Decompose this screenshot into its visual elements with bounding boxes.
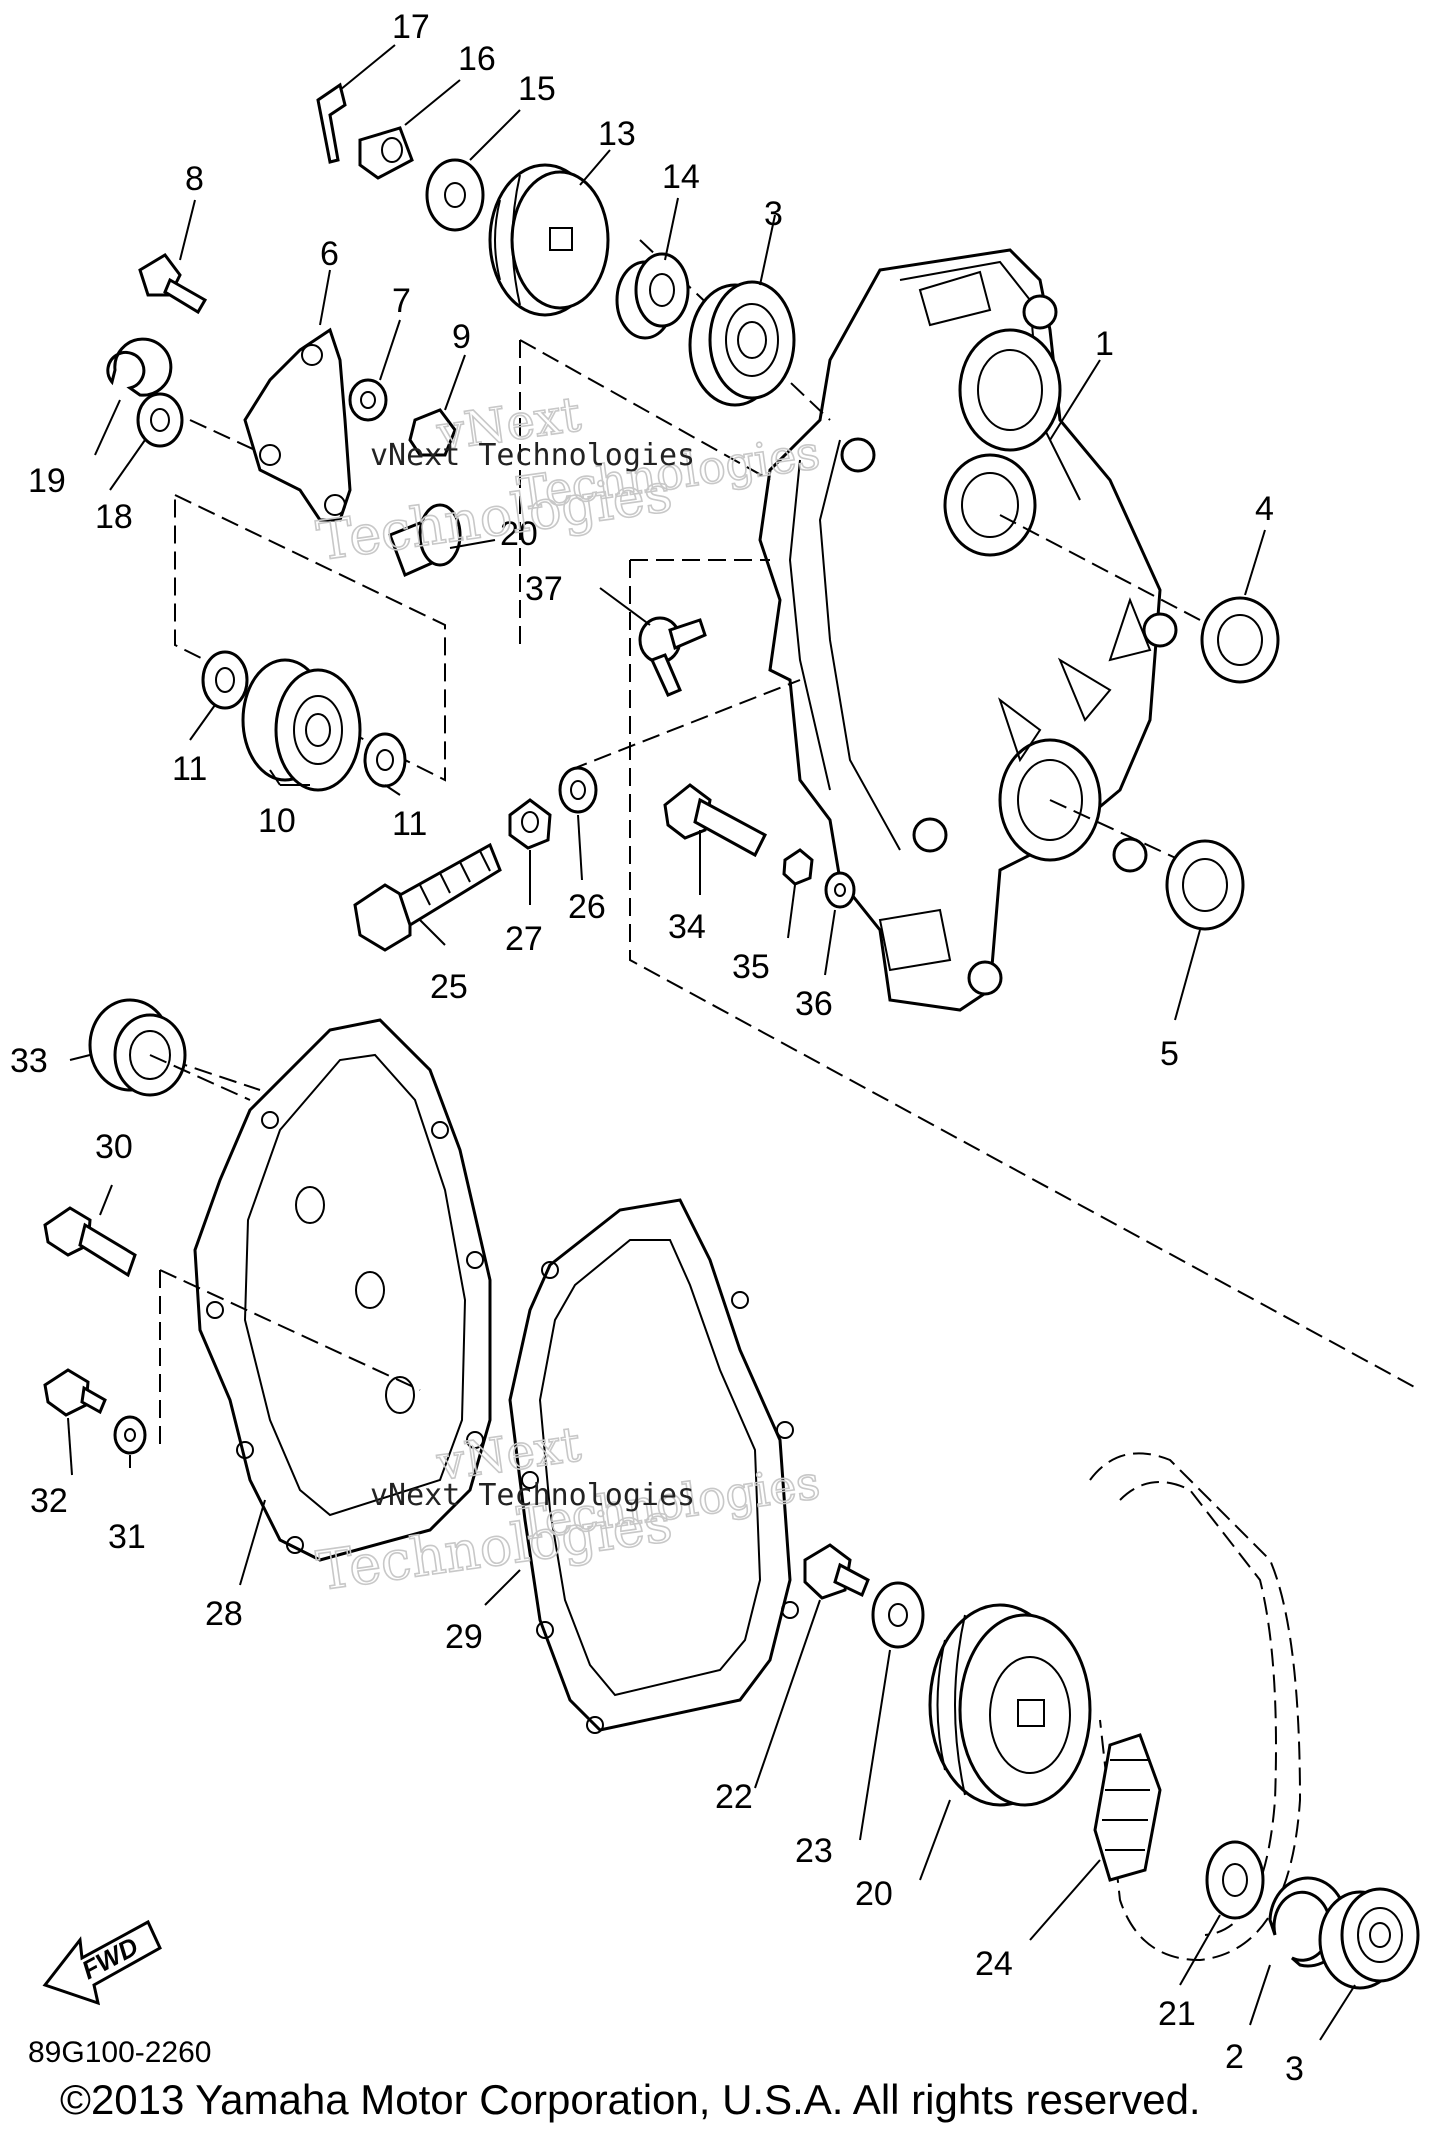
bearing-3-lower [1318,1887,1420,1990]
washer-26 [558,766,598,814]
nut-8 [408,408,457,457]
chaincase-housing [758,248,1178,1012]
callout-2: 2 [1225,2038,1244,2076]
callout-10: 10 [258,802,296,840]
shim-11-left [201,650,249,710]
tensioner-roller-10 [241,658,362,792]
callout-30: 30 [95,1128,133,1166]
callout-27: 27 [505,920,543,958]
bolt-32 [43,1368,107,1417]
callout-9: 8 [185,160,204,198]
driven-sprocket-15 [488,163,610,317]
callout-35: 35 [732,948,770,986]
cotter-pin-19 [316,82,347,164]
washer-12 [136,392,184,448]
chaincase-cover-28 [193,1018,492,1562]
cap-33 [88,998,187,1097]
drawing-code: 89G100-2260 [28,2036,212,2069]
bearing-3-upper [688,280,796,407]
callout-18: 16 [458,40,496,78]
nut-18 [358,126,414,180]
watermark-lower: vNext Technologies Technologies vNext Te… [312,1416,824,1604]
collar-16 [615,252,690,340]
shim-21 [1205,1840,1265,1920]
callout-14: 20 [500,515,538,553]
tensioner-bracket [243,327,352,522]
bolt-25 [353,842,502,952]
forward-direction-arrow: FWD [42,1919,162,2006]
callout-13: 19 [28,462,66,500]
bolt-22 [803,1543,870,1600]
callout-17: 15 [518,70,556,108]
callout-36: 36 [795,985,833,1023]
callout-15: 13 [598,115,636,153]
callout-23: 23 [795,1832,833,1870]
callout-11-right: 11 [392,805,427,843]
callout-11-left: 11 [172,750,207,788]
svg-text:vNext Technologies: vNext Technologies [370,1478,695,1513]
gasket-29 [508,1198,799,1734]
nut-27 [508,798,552,850]
washer-36 [824,871,856,909]
callout-3-lower: 3 [1285,2050,1304,2088]
callout-1: 1 [1095,325,1114,363]
washer-23 [871,1581,925,1649]
callout-3-upper: 3 [764,195,783,233]
callout-25: 25 [430,968,468,1006]
bolt-34 [663,783,767,858]
drive-sprocket-20 [928,1603,1092,1807]
washer-17 [425,158,485,232]
callout-7: 7 [392,282,411,320]
breather-fitting-37 [638,616,707,697]
callout-26: 26 [568,888,606,926]
callout-31: 31 [108,1518,146,1556]
callout-21: 21 [1158,1995,1196,2033]
callout-34: 34 [668,908,706,946]
callout-5: 5 [1160,1035,1179,1073]
callout-12: 18 [95,498,133,536]
shim-11-right [363,732,407,788]
drive-chain-24 [1089,1452,1302,1962]
copyright-notice: ©2013 Yamaha Motor Corporation, U.S.A. A… [60,2076,1201,2123]
washer-7 [348,378,388,422]
bolt-14 [388,503,462,578]
washer-31 [113,1415,147,1455]
callout-32: 32 [30,1482,68,1520]
nut-35 [782,848,814,886]
callout-28: 28 [205,1595,243,1633]
callout-4: 4 [1255,490,1274,528]
callout-33: 33 [10,1042,48,1080]
svg-text:vNext Technologies: vNext Technologies [370,438,695,473]
callout-24: 24 [975,1945,1013,1983]
callout-16: 14 [662,158,700,196]
callout-22: 22 [715,1778,753,1816]
callout-29: 29 [445,1618,483,1656]
oil-seal-5 [1165,839,1245,931]
callout-37: 37 [525,570,563,608]
bolt-30 [43,1206,137,1278]
callout-6: 6 [320,235,339,273]
callout-20: 20 [855,1875,893,1913]
bolt-9 [138,253,208,315]
callout-8: 9 [452,318,471,356]
watermark-upper: vNext Technologies Technologies vNext Te… [312,386,824,574]
circlip-13 [106,337,173,397]
oil-seal-4 [1200,596,1280,684]
callout-19: 17 [392,8,430,46]
